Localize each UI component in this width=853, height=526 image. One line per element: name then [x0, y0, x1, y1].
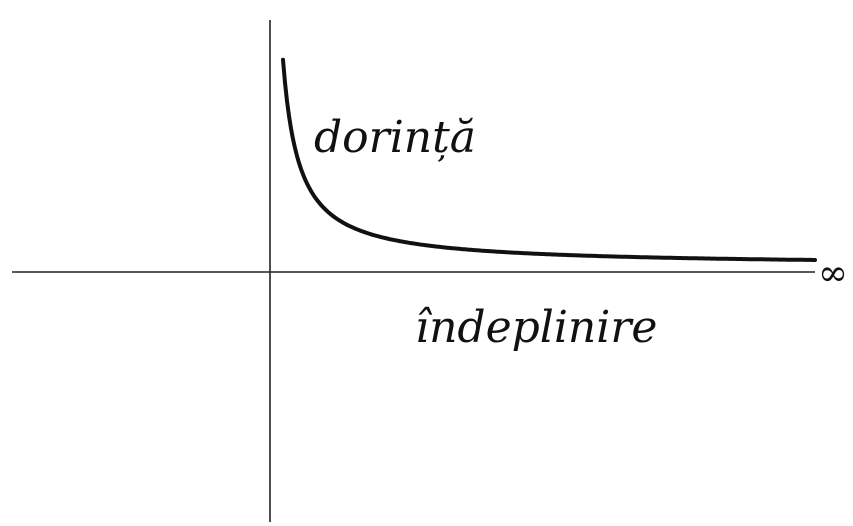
infinity-symbol: ∞ — [818, 253, 848, 294]
curve-label: dorință — [314, 112, 476, 163]
horizontal-axis-label: îndeplinire — [415, 302, 657, 353]
hyperbola-curve — [281, 57, 817, 262]
